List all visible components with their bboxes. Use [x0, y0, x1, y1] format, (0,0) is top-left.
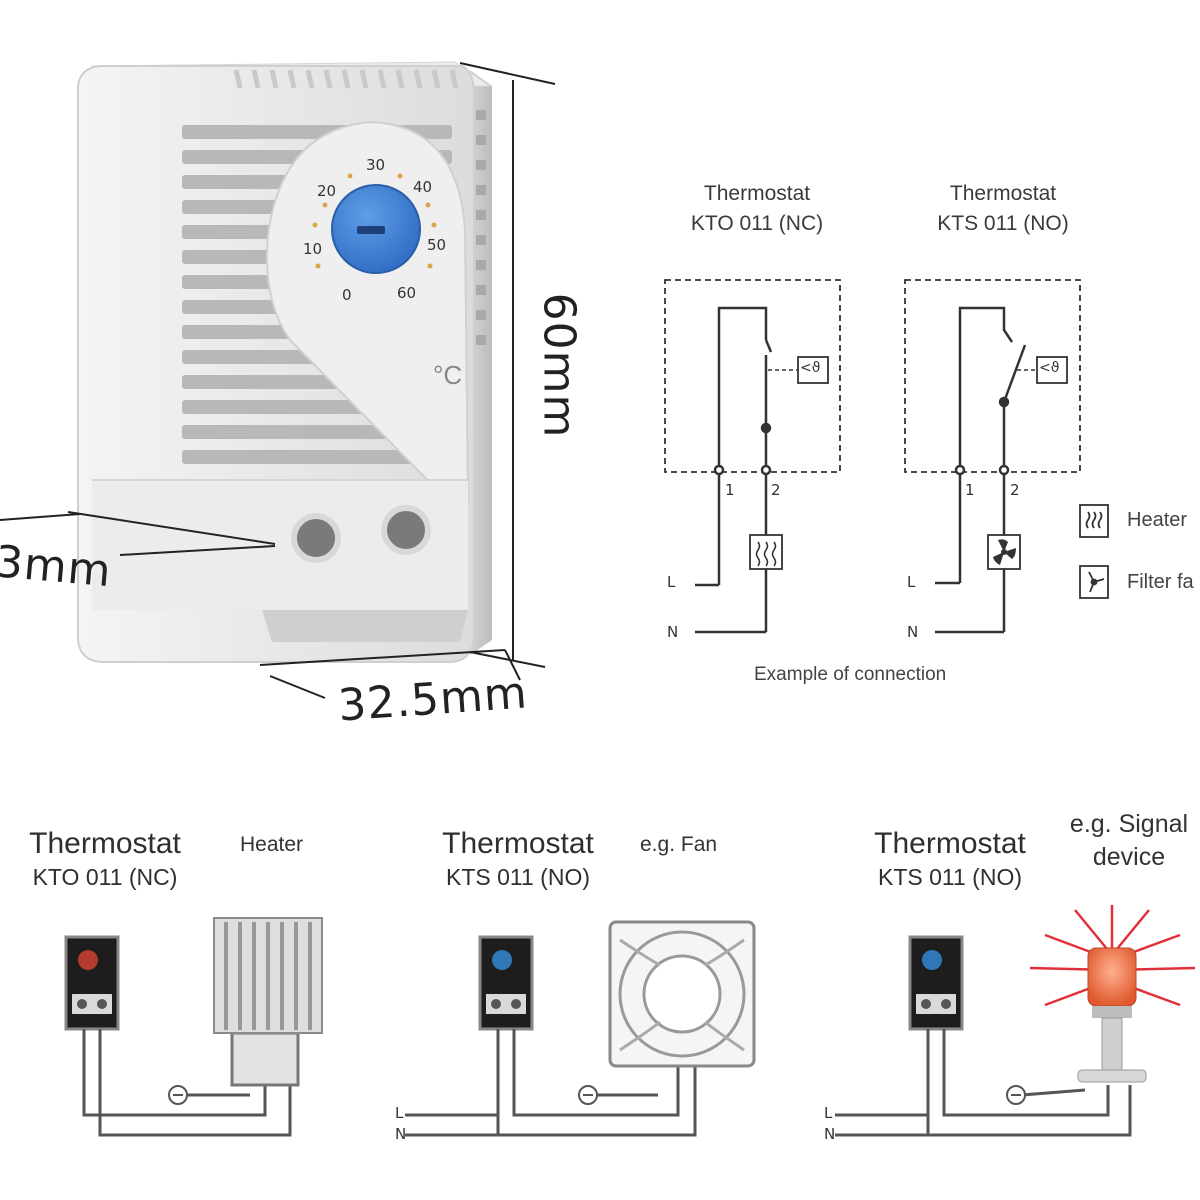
schematic-kts-header: Thermostat KTS 011 (NO) [918, 182, 1088, 236]
terminal-2-kto: 2 [771, 481, 781, 499]
legend-heater-label: Heater [1127, 509, 1188, 531]
dial-mark-50: 50 [427, 236, 447, 254]
line-l-kto: L [667, 573, 676, 591]
fan-symbol [993, 539, 1016, 565]
example-2-model: KTS 011 (NO) [446, 864, 590, 890]
example-signal-wiring [835, 935, 1132, 1137]
sensor-symbol-kto: <ϑ [800, 360, 821, 376]
terminal-hole-1 [291, 513, 341, 563]
terminal-1-kts: 1 [965, 481, 975, 499]
example-2-title: Thermostat [442, 827, 594, 860]
dial-mark-20: 20 [317, 182, 337, 200]
height-dimension: 60mm [533, 292, 585, 439]
indicator-kto [78, 950, 98, 970]
dial-mark-30: 30 [366, 156, 386, 174]
example-1-header: Thermostat KTO 011 (NC) [5, 824, 205, 893]
schematic-kts-model: KTS 011 (NO) [937, 212, 1069, 235]
example-3-model: KTS 011 (NO) [878, 864, 1022, 890]
terminal-hole-2 [381, 505, 431, 555]
mains-l-2: L [395, 1104, 404, 1122]
example-1-device: Heater [240, 833, 304, 856]
line-n-kts: N [907, 623, 919, 641]
example-3-title: Thermostat [874, 827, 1026, 860]
mains-n-3: N [824, 1125, 836, 1143]
dial-mark-40: 40 [413, 178, 433, 196]
schematic-kts [904, 279, 1081, 634]
example-1-title: Thermostat [29, 827, 181, 860]
schematic-kto [664, 279, 841, 634]
signal-beacon [1029, 905, 1196, 1083]
example-2-device: e.g. Fan [640, 833, 718, 856]
line-n-kto: N [667, 623, 679, 641]
schematic-kto-title: Thermostat [703, 182, 811, 205]
schematic-kto-model: KTO 011 (NC) [690, 212, 824, 235]
schematic-kts-title: Thermostat [949, 182, 1057, 205]
example-3-device: e.g. Signal device [1069, 810, 1189, 871]
dimension-lines [0, 62, 556, 699]
dial-mark-60: 60 [397, 284, 417, 302]
schematic-kto-header: Thermostat KTO 011 (NC) [672, 182, 842, 236]
indicator-kts-fan [492, 950, 512, 970]
dial-mark-10: 10 [303, 240, 323, 258]
top-vents [233, 69, 459, 89]
example-2-header: Thermostat KTS 011 (NO) [418, 824, 618, 893]
mains-l-3: L [824, 1104, 833, 1122]
indicator-kts-signal [922, 950, 942, 970]
terminal-1-kto: 1 [725, 481, 735, 499]
unit-label: °C [433, 360, 463, 390]
sensor-symbol-kts: <ϑ [1039, 360, 1060, 376]
dial-mark-0: 0 [342, 286, 352, 304]
legend-icons [1079, 504, 1109, 599]
terminal-2-kts: 2 [1010, 481, 1020, 499]
mains-n-2: N [395, 1125, 407, 1143]
example-1-model: KTO 011 (NC) [32, 864, 178, 890]
heater-symbol [755, 541, 777, 567]
thermostat-product [77, 61, 492, 663]
schematic-caption: Example of connection [754, 664, 947, 685]
line-l-kts: L [907, 573, 916, 591]
example-3-header: Thermostat KTS 011 (NO) [850, 824, 1050, 893]
legend-fan-label: Filter fa [1127, 571, 1194, 593]
